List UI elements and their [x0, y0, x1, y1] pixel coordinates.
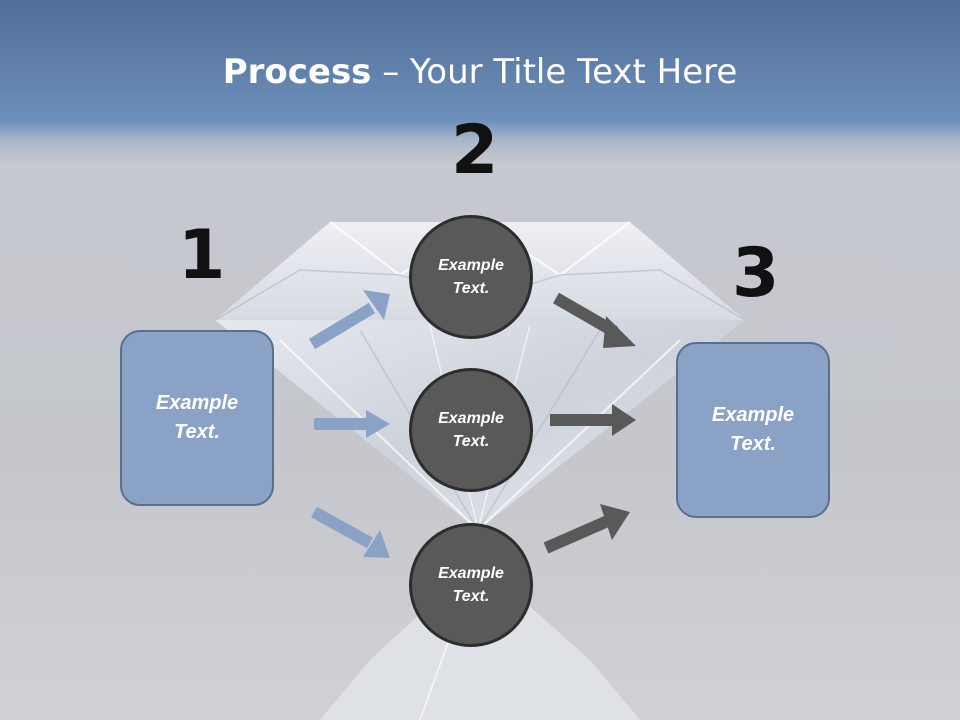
- circle-middle: Example Text.: [409, 368, 533, 492]
- arrow-to-step2-bottom: [311, 506, 390, 558]
- step-number-3: 3: [732, 234, 780, 313]
- arrow-to-step3-middle: [550, 404, 636, 436]
- step-number-1: 1: [178, 216, 226, 295]
- left-text-box: Example Text.: [120, 330, 274, 506]
- arrow-to-step3-top: [553, 292, 636, 348]
- circle-bottom-text: Example Text.: [438, 565, 504, 605]
- slide-title: Process – Your Title Text Here: [0, 52, 960, 92]
- arrow-to-step3-bottom: [543, 504, 630, 554]
- title-bold: Process: [222, 52, 372, 92]
- circle-middle-text: Example Text.: [438, 410, 504, 450]
- right-box-text: Example Text.: [711, 404, 795, 455]
- step-number-2: 2: [451, 111, 499, 190]
- left-box-text: Example Text.: [155, 392, 239, 443]
- right-text-box: Example Text.: [676, 342, 830, 518]
- circle-bottom: Example Text.: [409, 523, 533, 647]
- circle-top-text: Example Text.: [438, 257, 504, 297]
- title-rest: – Your Title Text Here: [371, 52, 738, 92]
- arrow-to-step2-middle: [314, 410, 390, 438]
- circle-top: Example Text.: [409, 215, 533, 339]
- arrow-to-step2-top: [308, 290, 390, 350]
